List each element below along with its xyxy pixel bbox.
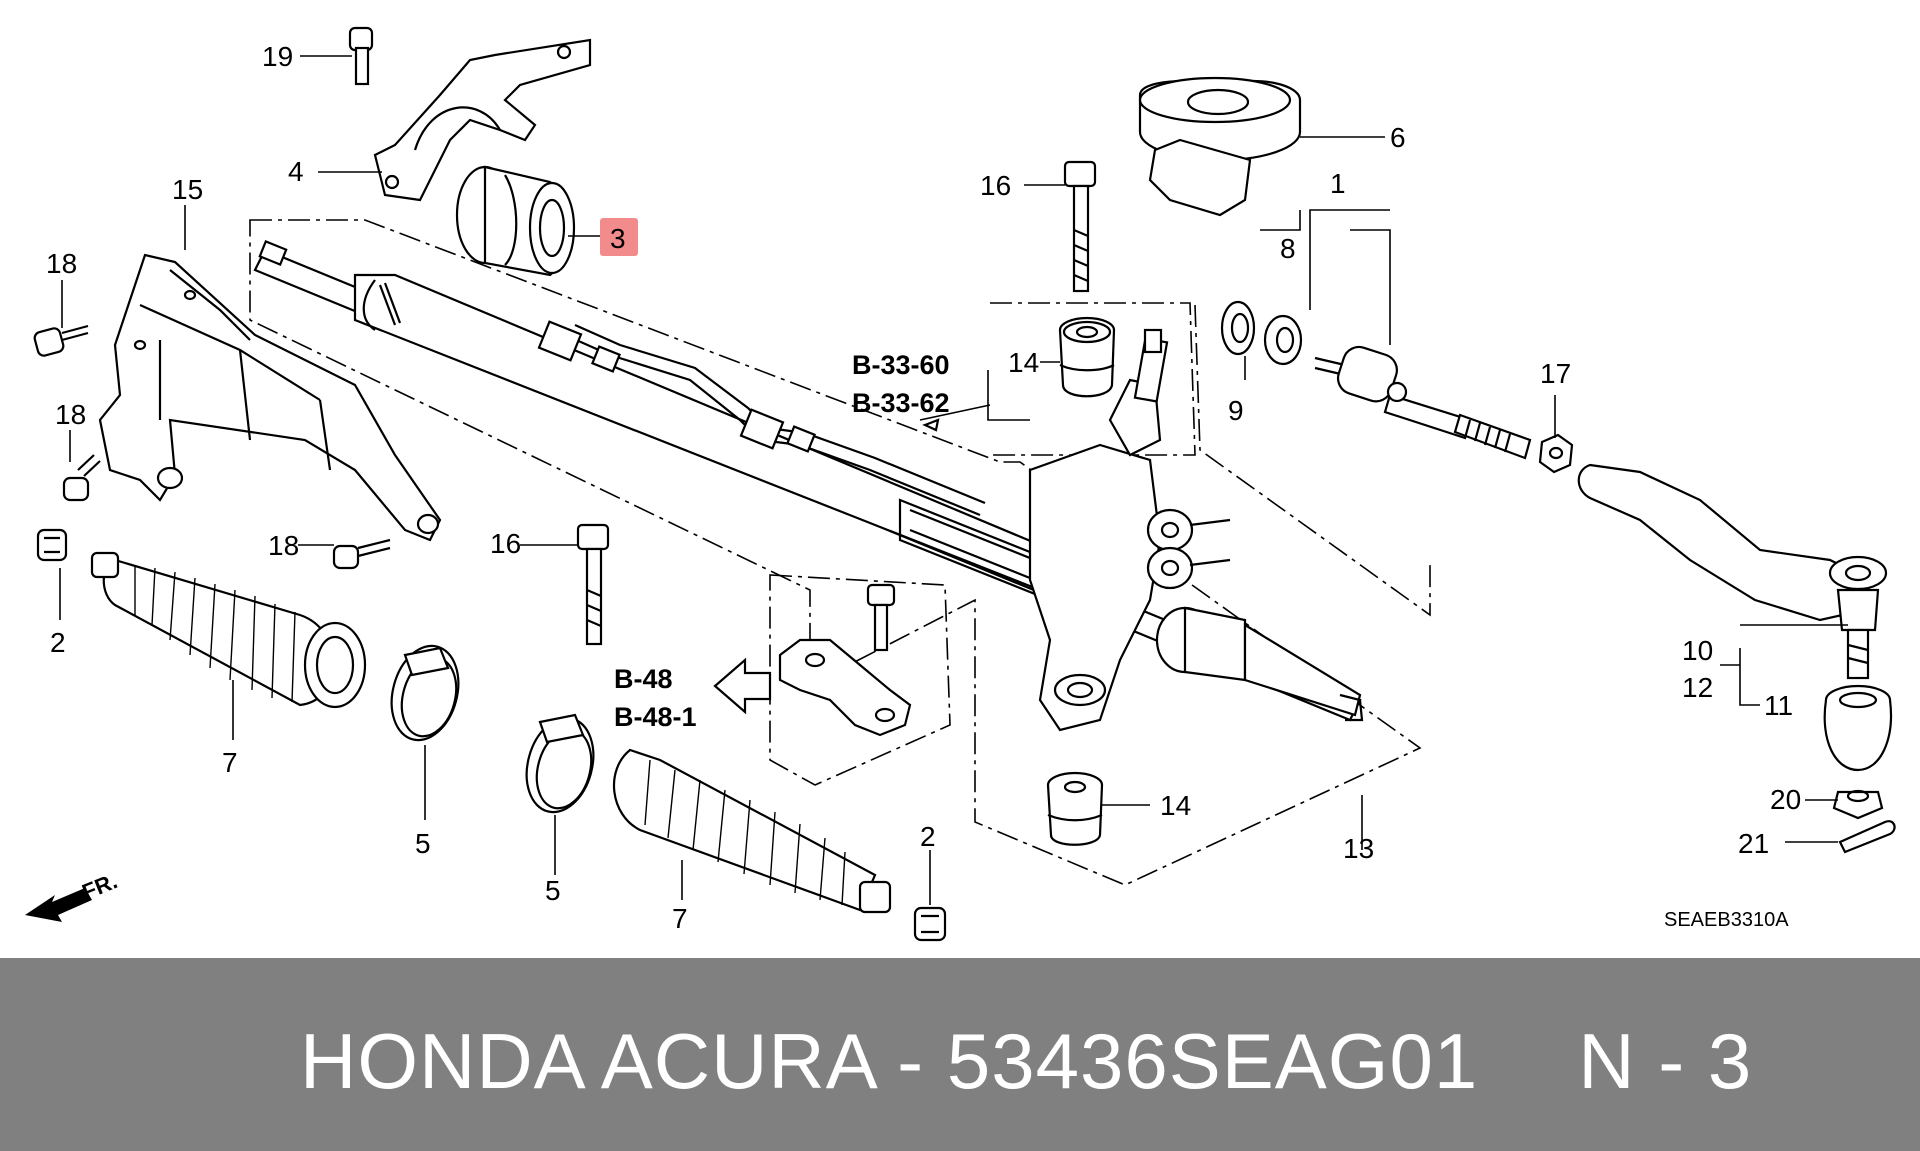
caption-position: N - 3 bbox=[1578, 1017, 1753, 1105]
rack-mount-bracket bbox=[778, 583, 912, 737]
clip-left bbox=[36, 528, 68, 562]
rack-boot-left bbox=[90, 551, 367, 709]
callout-5-a: 5 bbox=[415, 828, 431, 859]
callout-14-a: 14 bbox=[1008, 347, 1039, 378]
caption-brand: HONDA ACURA bbox=[300, 1017, 875, 1105]
lock-washer-8 bbox=[1263, 314, 1303, 366]
heat-shield bbox=[98, 253, 442, 542]
callout-7-b: 7 bbox=[672, 903, 688, 934]
boot-clamp-right bbox=[525, 713, 595, 814]
clamp-bracket bbox=[373, 38, 592, 202]
callout-5-b: 5 bbox=[545, 875, 561, 906]
callout-17: 17 bbox=[1540, 358, 1571, 389]
rack-assembly-outline bbox=[249, 219, 1422, 886]
callout-21: 21 bbox=[1738, 828, 1769, 859]
clip-right bbox=[913, 906, 947, 942]
exploded-view-svg: 19 4 15 18 18 18 2 7 5 5 7 2 16 16 14 14… bbox=[25, 26, 1896, 942]
callout-3: 3 bbox=[610, 223, 626, 254]
steering-rack bbox=[253, 240, 1364, 732]
callout-18-b: 18 bbox=[55, 399, 86, 430]
ref-b-33-62: B-33-62 bbox=[852, 388, 950, 418]
bolt-19 bbox=[348, 26, 374, 86]
callout-4: 4 bbox=[288, 156, 304, 187]
tie-rod-outline bbox=[1194, 304, 1431, 617]
callout-16-b: 16 bbox=[490, 528, 521, 559]
upper-mount-outline bbox=[990, 302, 1196, 456]
callout-14-b: 14 bbox=[1160, 790, 1191, 821]
ref-b-48: B-48 bbox=[614, 664, 673, 694]
diagram-code: SEAEB3310A bbox=[1664, 909, 1789, 931]
boot-clamp-left bbox=[390, 644, 460, 742]
bolt-16-upper bbox=[1063, 160, 1097, 293]
callout-7-a: 7 bbox=[222, 747, 238, 778]
callout-1: 1 bbox=[1330, 168, 1346, 199]
callout-12: 12 bbox=[1682, 672, 1713, 703]
washer-9 bbox=[1220, 300, 1256, 356]
bolt-16-lower bbox=[576, 523, 610, 646]
ref-leader-b33 bbox=[919, 404, 991, 421]
callout-18-a: 18 bbox=[46, 248, 77, 279]
tie-rod-end bbox=[1577, 463, 1888, 680]
tie-rod bbox=[1314, 345, 1532, 460]
callout-18-c: 18 bbox=[268, 530, 299, 561]
callout-2-b: 2 bbox=[920, 821, 936, 852]
callout-2-a: 2 bbox=[50, 627, 66, 658]
bolt-18-lower bbox=[332, 538, 391, 570]
callout-19: 19 bbox=[262, 41, 293, 72]
callout-8: 8 bbox=[1280, 233, 1296, 264]
callout-15: 15 bbox=[172, 174, 203, 205]
rack-mount-bushing-lower bbox=[1046, 771, 1104, 846]
rack-mount-bushing-upper bbox=[1058, 316, 1116, 398]
callout-6: 6 bbox=[1390, 122, 1406, 153]
callout-9: 9 bbox=[1228, 395, 1244, 426]
callout-10: 10 bbox=[1682, 635, 1713, 666]
leader-lines bbox=[59, 55, 1848, 905]
nut-17 bbox=[1538, 433, 1574, 474]
parts-diagram: 19 4 15 18 18 18 2 7 5 5 7 2 16 16 14 14… bbox=[25, 26, 1896, 942]
callout-11: 11 bbox=[1764, 690, 1793, 721]
reference-arrow bbox=[713, 657, 772, 715]
ball-joint-boot bbox=[1823, 684, 1893, 772]
mount-cushion bbox=[1138, 76, 1302, 217]
ref-b-33-60: B-33-60 bbox=[852, 350, 950, 380]
callout-20: 20 bbox=[1770, 784, 1801, 815]
caption-band bbox=[0, 958, 1920, 1151]
cotter-pin-21 bbox=[1838, 820, 1896, 854]
callout-16-a: 16 bbox=[980, 170, 1011, 201]
caption-part-number: 53436SEAG01 bbox=[946, 1017, 1479, 1105]
rack-bushing bbox=[455, 165, 576, 277]
bolt-18-middle bbox=[62, 454, 101, 502]
callout-13: 13 bbox=[1343, 833, 1374, 864]
front-direction-label: FR. bbox=[79, 868, 121, 904]
caption-separator: - bbox=[874, 1017, 947, 1105]
bolt-18-upper bbox=[33, 324, 89, 357]
highlight-box bbox=[600, 218, 638, 256]
mount-bracket-outline bbox=[769, 574, 951, 786]
rack-boot-right bbox=[612, 748, 892, 914]
ref-b-48-1: B-48-1 bbox=[614, 702, 697, 732]
front-direction-arrow bbox=[25, 888, 92, 922]
castle-nut-20 bbox=[1832, 789, 1884, 820]
